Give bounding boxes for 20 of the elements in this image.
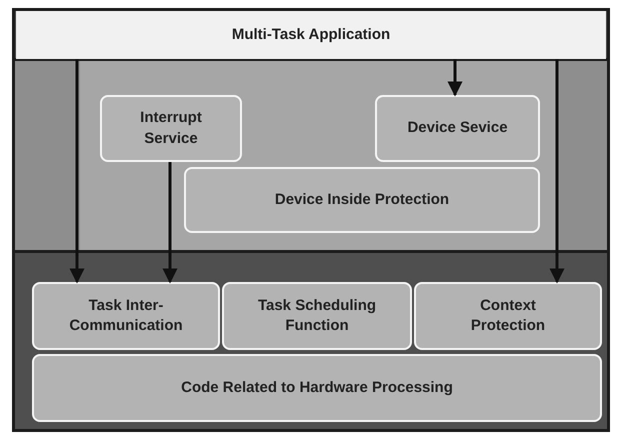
box-label: Context Protection [470,296,546,336]
box-label: Multi-Task Application [232,24,390,45]
arrow [448,59,462,96]
module-box [100,95,242,162]
box-label: Device Sevice [407,118,508,138]
module-box [32,354,602,422]
arrow [70,59,84,284]
module-box [184,167,540,233]
arrow [550,59,564,284]
module-box [414,282,602,350]
box-label: Code Related to Hardware Processing [181,378,453,398]
arrow [162,162,178,284]
module-box [222,282,412,350]
module-box [375,95,540,162]
module-box [32,282,220,350]
box-label: Task Inter-Communication [68,296,184,336]
box-label: Task Scheduling Function [256,296,378,336]
box-label: Interrupt Service [139,108,203,148]
layer-bar [16,11,606,59]
box-label: Device Inside Protection [274,190,450,210]
